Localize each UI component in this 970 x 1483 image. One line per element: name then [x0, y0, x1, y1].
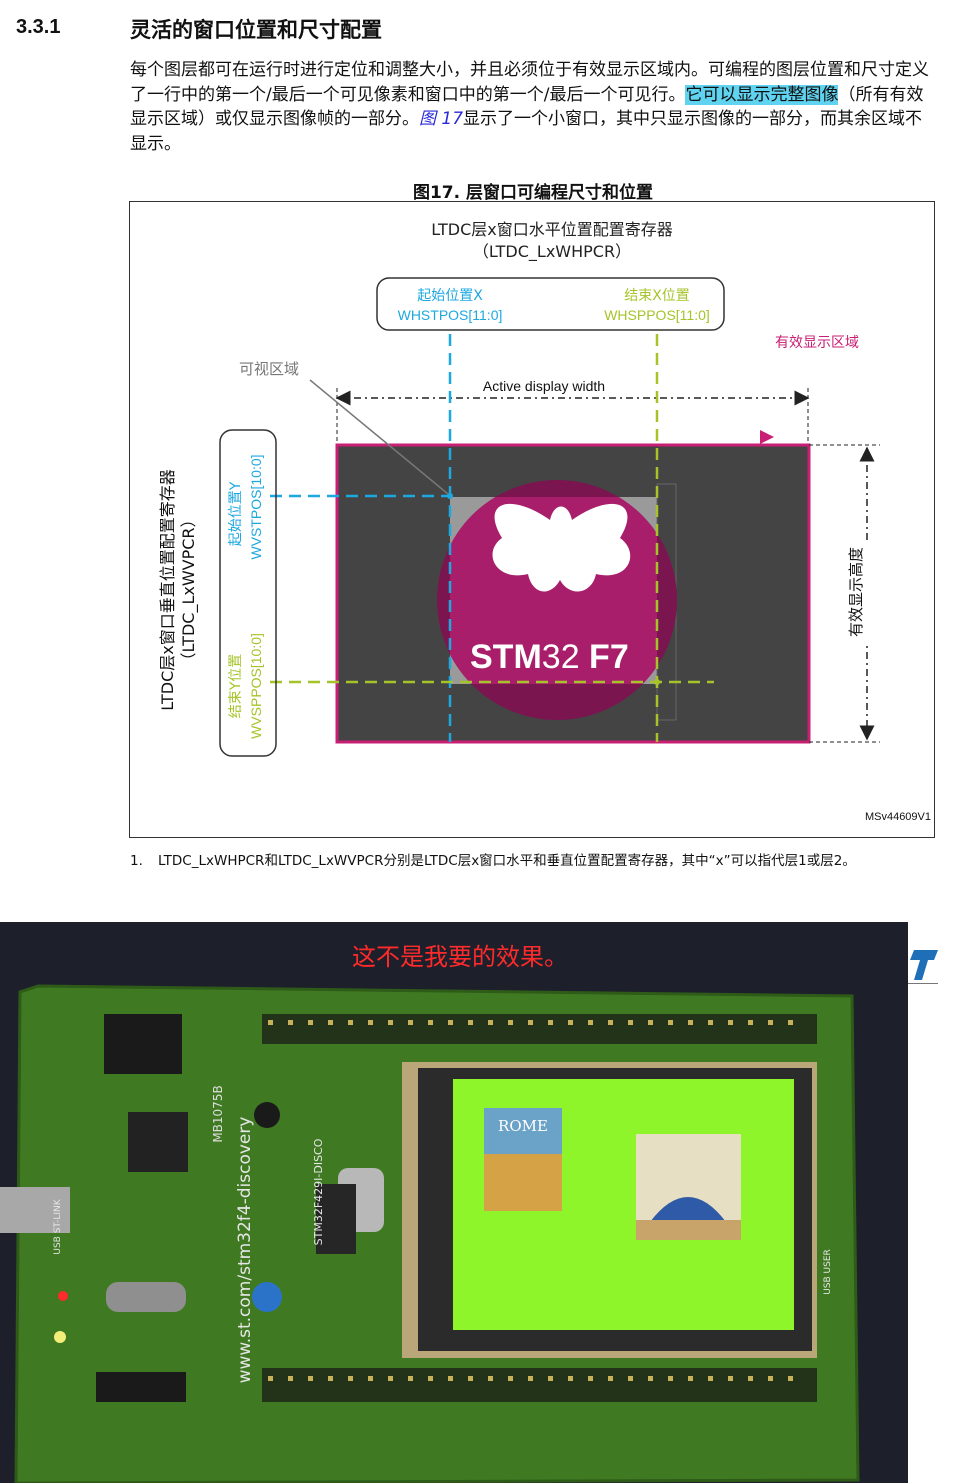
usb-user-label: USB USER: [823, 1249, 833, 1295]
visible-area-label: 可视区域: [239, 360, 299, 378]
figure-id: MSv44609V1: [865, 811, 931, 823]
active-area-pointer: [760, 430, 774, 444]
swd-header: [96, 1372, 186, 1402]
end-x-label: 结束X位置: [624, 288, 690, 304]
active-width-label: Active display width: [483, 378, 605, 394]
active-height-label: 有效显示高度: [847, 547, 865, 637]
end-x-register: WHSPPOS[11:0]: [604, 307, 710, 323]
rome-label: ROME: [498, 1117, 548, 1135]
v-register-name: （LTDC_LxWVPCR）: [179, 511, 199, 668]
footnote-text: LTDC_LxWHPCR和LTDC_LxWVPCR分别是LTDC层x窗口水平和垂…: [158, 853, 856, 869]
body-paragraph: 每个图层都可在运行时进行定位和调整大小，并且必须位于有效显示区域内。可编程的图层…: [130, 58, 930, 156]
figure-caption: 图17. 层窗口可编程尺寸和位置: [412, 183, 654, 203]
end-point: [654, 679, 660, 685]
end-y-label: 结束Y位置: [228, 654, 244, 719]
usb-connector: [0, 1187, 70, 1233]
h-register-name: （LTDC_LxWHPCR）: [473, 242, 631, 262]
st-logo-icon: [910, 950, 938, 980]
stlink-chip: [128, 1112, 188, 1172]
reset-button[interactable]: [254, 1102, 280, 1128]
x-register-box: [376, 277, 725, 331]
start-x-register: WHSTPOS[11:0]: [398, 307, 503, 323]
start-point: [447, 493, 453, 499]
usb-stlink-label: USB ST-LINK: [53, 1198, 63, 1254]
start-y-register: WVSTPOS[10:0]: [248, 454, 264, 559]
footnote: 1. LTDC_LxWHPCR和LTDC_LxWVPCR分别是LTDC层x窗口水平…: [130, 853, 930, 869]
bottom-pin-header: [262, 1368, 817, 1402]
h-register-title: LTDC层x窗口水平位置配置寄存器: [431, 220, 672, 239]
logo-text: STM32 F7: [470, 638, 629, 676]
v-register-title: LTDC层x窗口垂直位置配置寄存器: [158, 469, 177, 710]
board-photo: 这不是我要的效果。 ROME MB1075B www.st.com/stm32f…: [0, 922, 908, 1483]
window-diagram: LTDC层x窗口水平位置配置寄存器 （LTDC_LxWHPCR） 起始位置X W…: [158, 220, 931, 823]
section-number: 3.3.1: [16, 16, 61, 38]
board-model: STM32F429I-DISCO: [312, 1138, 325, 1245]
footnote-number: 1.: [130, 853, 143, 869]
figure-reference-link[interactable]: 图 17: [419, 109, 464, 129]
board-photo-drawing: 这不是我要的效果。 ROME MB1075B www.st.com/stm32f…: [0, 922, 908, 1483]
para-text-1: 每个图层都可在运行时进行定位和调整大小，并且必须位于有效显示区域内。可编程的图层…: [130, 60, 929, 105]
para-text-3: 显示了一个小窗口，其中只显示图像的一部分，而其余区域不显示。: [130, 109, 923, 154]
height-label-bg: [846, 542, 868, 642]
section-title: 灵活的窗口位置和尺寸配置: [130, 18, 382, 42]
start-x-label: 起始位置X: [417, 288, 483, 304]
red-led: [58, 1291, 68, 1301]
end-y-register: WVSPPOS[10:0]: [248, 633, 264, 739]
board-code: MB1075B: [211, 1085, 225, 1142]
start-y-label: 起始位置Y: [228, 481, 244, 546]
figure-frame: LTDC层x窗口水平位置配置寄存器 （LTDC_LxWHPCR） 起始位置X W…: [129, 201, 935, 838]
user-button[interactable]: [252, 1282, 282, 1312]
visible-area-pointer: [309, 379, 449, 495]
active-area-label: 有效显示区域: [775, 335, 859, 351]
highlighted-text: 它可以显示完整图像: [685, 84, 839, 105]
photo-caption: 这不是我要的效果。: [352, 943, 568, 971]
header-rule: [908, 983, 938, 984]
butterfly-icon: [492, 503, 631, 592]
para-text-2: （所有有效显示区域）或仅显示图像帧的一部分。: [130, 84, 924, 130]
regulator-chip: [104, 1014, 182, 1074]
board-url: www.st.com/stm32f4-discovery: [235, 1117, 255, 1384]
top-pin-header: [262, 1014, 817, 1044]
y-register-box: [219, 429, 277, 757]
yellow-led: [54, 1331, 66, 1343]
